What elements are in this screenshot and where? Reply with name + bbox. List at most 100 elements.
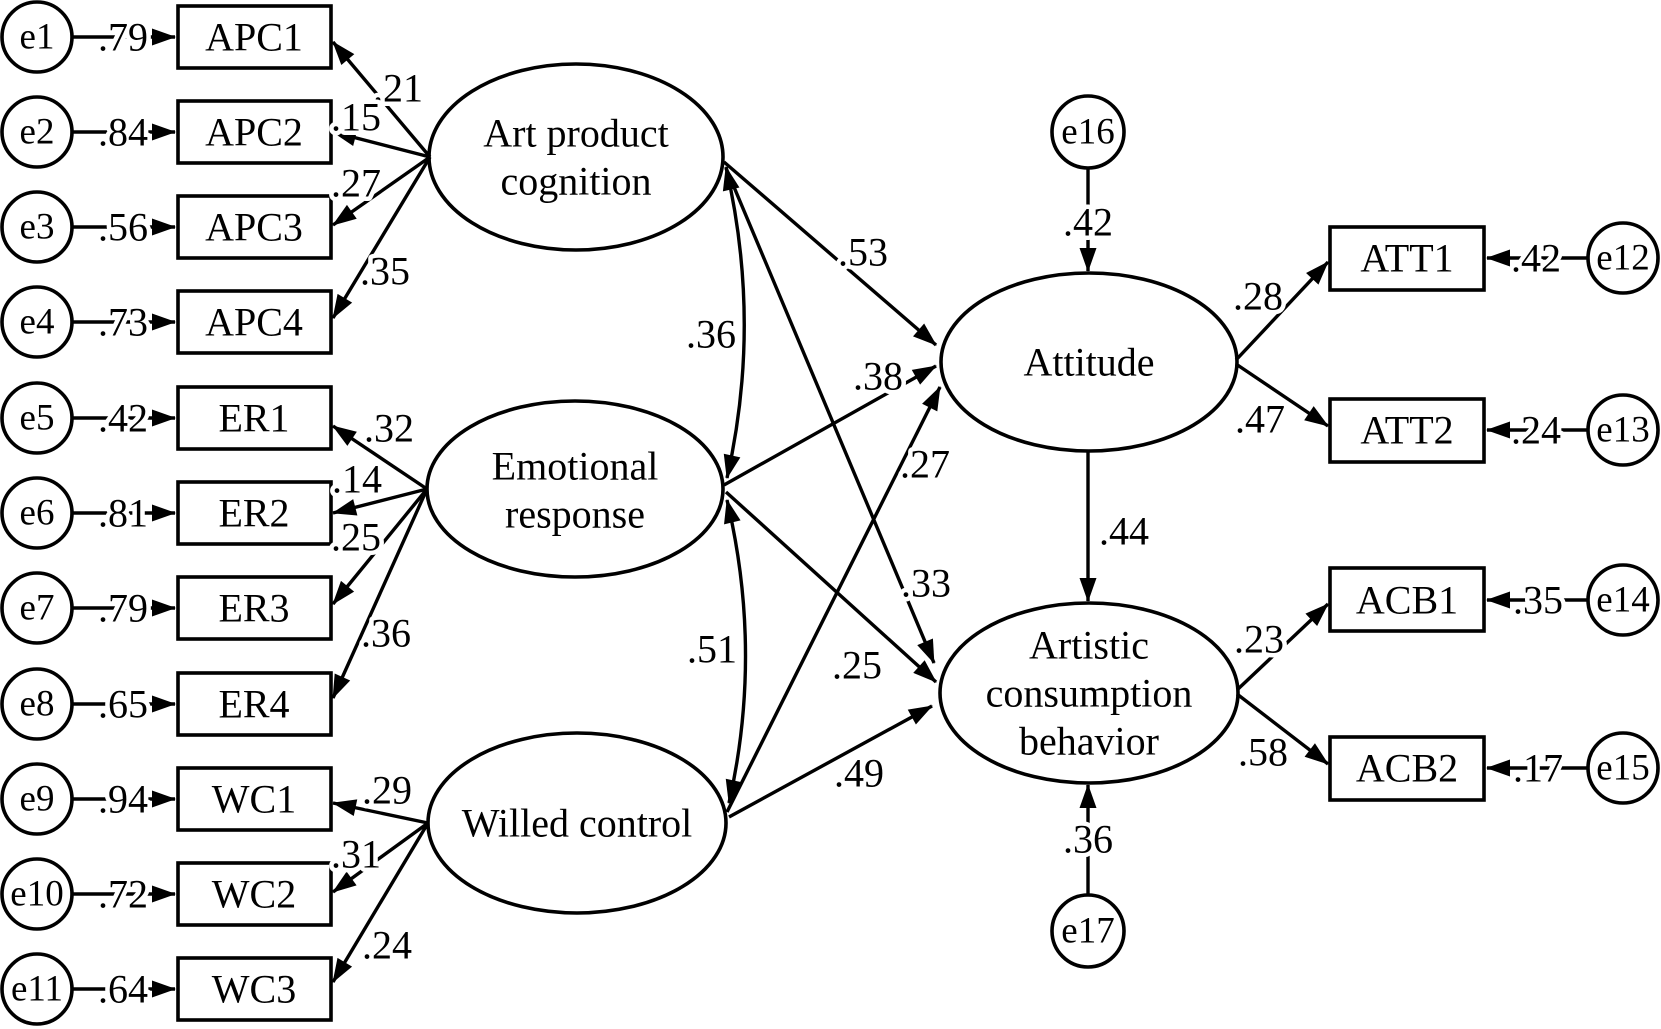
weight-e1-apc1: .79: [98, 15, 148, 60]
loading-attitude-att2: .47: [1235, 397, 1285, 442]
loading-wc-wc2: .31: [331, 832, 381, 877]
weight-e10-wc2: .72: [98, 872, 148, 917]
weight-e8-er4: .65: [98, 682, 148, 727]
indicator-apc2: APC2: [176, 99, 333, 165]
error-node-e15: e15: [1586, 731, 1660, 805]
coef-er-attitude: .38: [853, 354, 903, 399]
indicator-label: APC1: [205, 15, 303, 60]
error-label: e12: [1596, 238, 1649, 279]
latent-label-line1: Emotional: [492, 444, 659, 489]
indicator-er1: ER1: [176, 385, 333, 451]
weight-e11-wc3: .64: [98, 967, 148, 1012]
loading-apc-apc3: .27: [331, 161, 381, 206]
error-label: e15: [1596, 748, 1649, 789]
weight-e15-acb2: .17: [1513, 746, 1563, 791]
arrow-apc-apc3: [332, 155, 431, 227]
error-label: e6: [20, 493, 55, 534]
indicator-label: ER1: [218, 396, 289, 441]
arrow-acb-acb1: [1235, 602, 1330, 692]
loading-attitude-att1: .28: [1233, 274, 1283, 319]
arrow-er-er4: [331, 488, 429, 699]
weight-e4-apc4: .73: [98, 300, 148, 345]
path-apc-acb: [724, 167, 936, 664]
error-node-e6: e6: [0, 476, 74, 550]
loading-er-er2: .14: [332, 457, 382, 502]
loading-apc-apc2: .15: [331, 95, 381, 140]
indicator-er3: ER3: [176, 575, 333, 641]
indicator-apc4: APC4: [176, 289, 333, 355]
covariance-er-wc-value: .51: [687, 627, 737, 672]
loading-er-er4: .36: [361, 611, 411, 656]
error-node-e5: e5: [0, 381, 74, 455]
error-label: e14: [1596, 580, 1649, 621]
weight-e13-att2: .24: [1511, 408, 1561, 453]
indicator-er4: ER4: [176, 671, 333, 737]
error-node-e9: e9: [0, 762, 74, 836]
indicator-att1: ATT1: [1328, 225, 1486, 292]
indicator-label: ACB1: [1356, 578, 1458, 623]
weight-e5-er1: .42: [98, 396, 148, 441]
arrow-er-er3: [331, 487, 429, 606]
indicator-apc1: APC1: [176, 4, 333, 70]
path-apc-attitude: [722, 160, 938, 347]
arrow-apc-apc4: [331, 156, 432, 319]
indicator-wc1: WC1: [176, 766, 333, 832]
error-label: e2: [20, 112, 55, 153]
indicator-label: WC1: [212, 777, 296, 822]
latent-label-line3: behavior: [1019, 719, 1159, 764]
indicator-label: ACB2: [1356, 746, 1458, 791]
weight-e3-apc3: .56: [98, 205, 148, 250]
latent-label-line2: response: [505, 492, 645, 537]
arrow-wc-wc3: [331, 822, 430, 983]
weight-e17-acb: .36: [1063, 817, 1113, 862]
arrow-wc-wc2: [332, 821, 429, 894]
latent-label-line1: Art product: [483, 111, 669, 156]
arrow-attitude-att2: [1235, 362, 1329, 428]
error-node-e12: e12: [1586, 221, 1660, 295]
indicator-acb1: ACB1: [1328, 566, 1486, 633]
indicator-wc2: WC2: [176, 861, 333, 927]
error-node-e16: e16: [1050, 94, 1126, 170]
error-node-e4: e4: [0, 285, 74, 359]
loading-acb-acb1: .23: [1234, 617, 1284, 662]
coef-er-acb: .25: [832, 643, 882, 688]
path-er-attitude: [723, 364, 937, 487]
weight-e7-er3: .79: [98, 586, 148, 631]
loading-acb-acb2: .58: [1238, 730, 1288, 775]
latent-label-line1: Artistic: [1029, 623, 1149, 668]
weight-e2-apc2: .84: [98, 110, 148, 155]
weight-e6-er2: .81: [98, 491, 148, 536]
indicator-apc3: APC3: [176, 194, 333, 260]
arrow-wc-wc1: [332, 799, 429, 825]
arrow-acb-acb2: [1235, 692, 1330, 766]
error-label: e16: [1061, 112, 1114, 153]
path-wc-attitude: [725, 386, 942, 813]
indicator-label: APC2: [205, 110, 303, 155]
error-label: e8: [20, 684, 55, 725]
error-node-e17: e17: [1050, 893, 1126, 969]
error-label: e11: [11, 969, 63, 1010]
arrow-er-er2: [332, 487, 428, 516]
error-label: e3: [20, 207, 55, 248]
indicator-wc3: WC3: [176, 956, 333, 1022]
latent-emotional-response: Emotional response: [425, 399, 725, 579]
indicator-label: WC3: [212, 967, 296, 1012]
error-node-e8: e8: [0, 667, 74, 741]
coef-apc-attitude: .53: [838, 230, 888, 275]
loading-wc-wc1: .29: [362, 768, 412, 813]
error-label: e9: [20, 779, 55, 820]
error-node-e3: e3: [0, 190, 74, 264]
loading-er-er1: .32: [364, 406, 414, 451]
error-node-e14: e14: [1586, 563, 1660, 637]
latent-label-line2: cognition: [500, 159, 651, 204]
error-label: e10: [10, 874, 63, 915]
weight-e16-attitude: .42: [1063, 200, 1113, 245]
indicator-label: ER3: [218, 586, 289, 631]
error-label: e7: [20, 588, 55, 629]
weight-e9-wc1: .94: [98, 777, 148, 822]
indicator-label: ATT1: [1360, 236, 1453, 281]
error-node-e11: e11: [0, 952, 74, 1026]
error-label: e17: [1061, 911, 1114, 952]
